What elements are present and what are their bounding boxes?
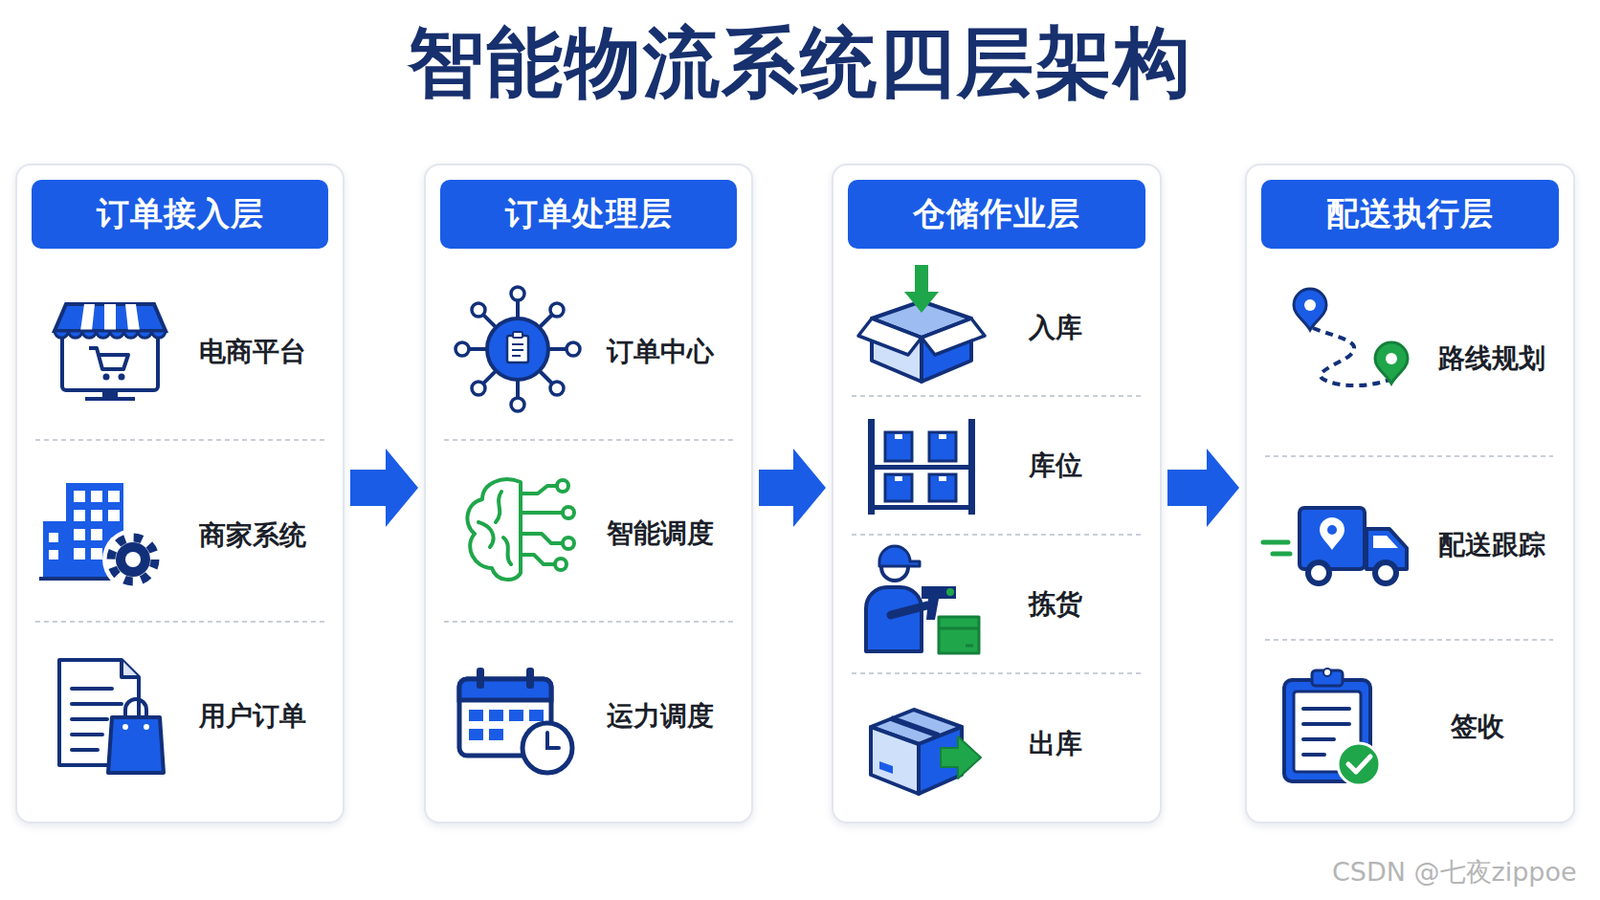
item-label: 配送跟踪 — [1438, 527, 1546, 564]
item-label: 用户订单 — [199, 698, 307, 735]
layer-header: 仓储作业层 — [847, 179, 1146, 249]
item-label: 拣货 — [1028, 586, 1083, 623]
layer-header: 订单处理层 — [440, 179, 737, 249]
flow-arrow — [350, 448, 419, 528]
signoff-clipboard-icon — [1284, 668, 1380, 786]
item-label: 商家系统 — [199, 517, 307, 555]
layer-header: 订单接入层 — [31, 179, 329, 249]
flow-arrow — [758, 448, 826, 528]
item-label: 智能调度 — [606, 515, 714, 553]
item-label: 入库 — [1028, 310, 1083, 347]
diagram-title: 智能物流系统四层架构 — [0, 21, 1600, 106]
storefront-icon — [54, 304, 166, 401]
item-label: 运力调度 — [606, 698, 714, 735]
hub-icon — [455, 287, 580, 412]
item-label: 库位 — [1028, 447, 1083, 485]
item-label: 路线规划 — [1438, 340, 1546, 378]
item-label: 签收 — [1450, 709, 1505, 746]
layer-header: 配送执行层 — [1261, 179, 1559, 249]
watermark-text: CSDN @七夜zippoe — [1332, 855, 1578, 890]
item-label: 出库 — [1028, 726, 1083, 763]
flow-arrow — [1167, 448, 1240, 528]
item-label: 订单中心 — [606, 333, 714, 371]
item-label: 电商平台 — [199, 333, 307, 371]
